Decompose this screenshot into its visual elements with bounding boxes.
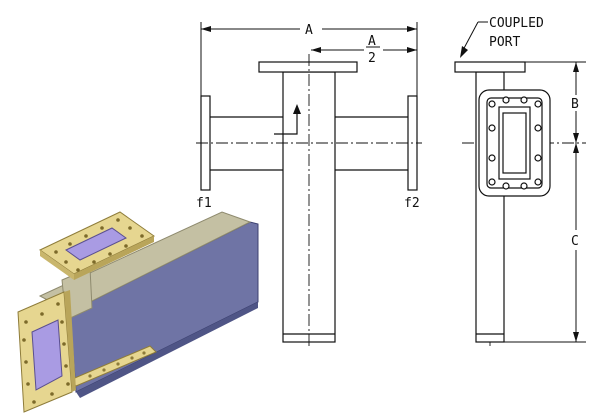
dim-a-half-numerator: A xyxy=(368,34,376,49)
top-flange-aperture xyxy=(65,227,127,261)
side-top-flange xyxy=(454,61,526,73)
dimension-a xyxy=(200,22,418,96)
dim-b-label: B xyxy=(571,97,579,112)
right-arm xyxy=(335,116,409,171)
top-flange-front xyxy=(258,61,358,73)
dim-a-half-denominator: 2 xyxy=(368,51,376,66)
body-bottom-shade xyxy=(76,302,258,398)
dim-c-label: C xyxy=(571,234,579,249)
left-arm xyxy=(209,116,283,171)
dimension-b-c xyxy=(504,61,586,343)
coupled-port-leader xyxy=(460,21,488,58)
coupling-arrow xyxy=(274,112,298,135)
lower-flange-holes xyxy=(88,351,146,378)
front-flange xyxy=(17,290,76,413)
isometric-waveguide-view xyxy=(17,211,259,413)
port-f1-label: f1 xyxy=(196,196,212,211)
dimension-a-half xyxy=(311,46,417,53)
side-flange-bolts xyxy=(488,96,542,190)
coupled-port-label-line1: COUPLED xyxy=(489,16,544,31)
side-view xyxy=(454,61,551,343)
front-flange-aperture xyxy=(31,319,63,391)
top-flange xyxy=(39,211,155,280)
coupled-port-label-line2: PORT xyxy=(489,35,520,50)
port-f2-label: f2 xyxy=(404,196,420,211)
dim-a-label: A xyxy=(305,23,313,38)
